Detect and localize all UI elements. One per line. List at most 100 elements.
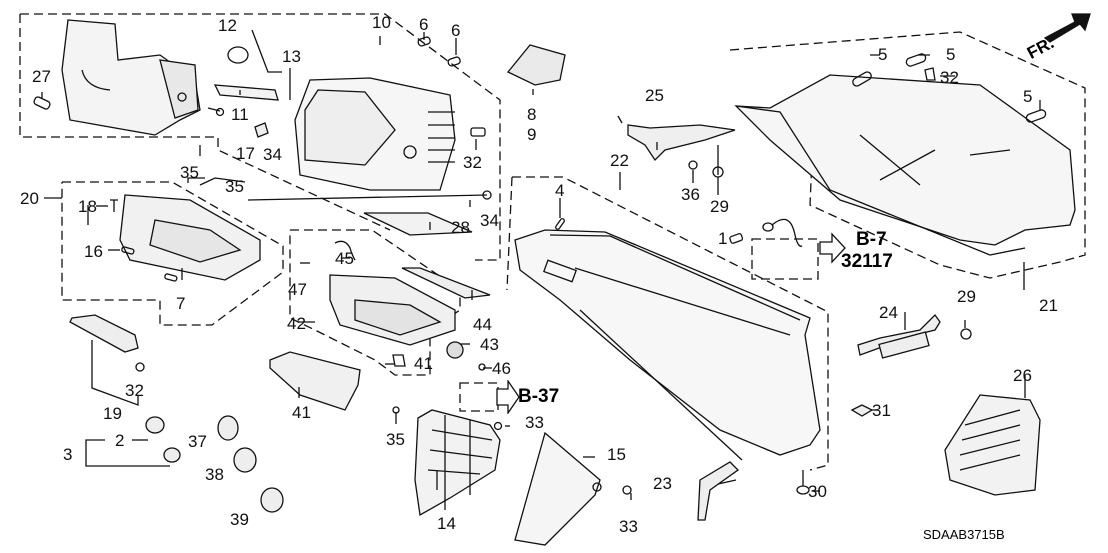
callout-5-b[interactable]: 5 bbox=[946, 45, 956, 64]
callout-20[interactable]: 20 bbox=[20, 189, 39, 208]
callout-6-b[interactable]: 6 bbox=[451, 21, 461, 40]
callout-25[interactable]: 25 bbox=[645, 86, 664, 105]
part-19-lid bbox=[69, 314, 139, 353]
part-20-tray-cup bbox=[149, 219, 242, 263]
leader-lines bbox=[41, 29, 1041, 500]
part-45-spring bbox=[334, 240, 356, 261]
callout-45[interactable]: 45 bbox=[335, 249, 354, 268]
callout-23[interactable]: 23 bbox=[653, 474, 672, 493]
callout-39[interactable]: 39 bbox=[230, 510, 249, 529]
part-3-bracket bbox=[85, 439, 170, 467]
group-outline-22-left bbox=[506, 176, 513, 291]
callout-30[interactable]: 30 bbox=[808, 482, 827, 501]
part-43-latch bbox=[446, 341, 464, 359]
callout-29-a[interactable]: 29 bbox=[710, 197, 729, 216]
callout-44[interactable]: 44 bbox=[473, 315, 492, 334]
part-23-lock bbox=[697, 461, 740, 521]
callout-5-a[interactable]: 5 bbox=[878, 45, 888, 64]
ref-b37-arrow-icon bbox=[496, 380, 520, 414]
callout-19[interactable]: 19 bbox=[103, 404, 122, 423]
callout-34-a[interactable]: 34 bbox=[263, 145, 282, 164]
callout-35-c[interactable]: 35 bbox=[386, 430, 405, 449]
callout-15[interactable]: 15 bbox=[607, 445, 626, 464]
reference-b7-code[interactable]: 32117 bbox=[841, 251, 893, 272]
callout-31[interactable]: 31 bbox=[872, 401, 891, 420]
callout-2[interactable]: 2 bbox=[115, 431, 125, 450]
callout-32-b[interactable]: 32 bbox=[125, 381, 144, 400]
callout-17[interactable]: 17 bbox=[236, 144, 255, 163]
group-outline-bulb bbox=[751, 238, 819, 280]
callout-32-c[interactable]: 32 bbox=[940, 68, 959, 87]
part-41-tray bbox=[269, 351, 361, 411]
reference-b37[interactable]: B-37 bbox=[518, 386, 560, 407]
part-10-ribs bbox=[428, 111, 455, 163]
part-18-screw bbox=[110, 199, 118, 212]
callout-41[interactable]: 41 bbox=[292, 403, 311, 422]
callout-3[interactable]: 3 bbox=[63, 445, 73, 464]
callout-35-a[interactable]: 35 bbox=[180, 163, 199, 182]
part-22-key-leader bbox=[579, 309, 743, 461]
part-35-screw-head-a bbox=[215, 107, 225, 117]
callout-27[interactable]: 27 bbox=[32, 67, 51, 86]
part-36-clip bbox=[688, 160, 698, 170]
callout-32-a[interactable]: 32 bbox=[463, 153, 482, 172]
part-24-body bbox=[878, 331, 930, 359]
callout-26[interactable]: 26 bbox=[1013, 366, 1032, 385]
callout-16[interactable]: 16 bbox=[84, 242, 103, 261]
callout-35-b[interactable]: 35 bbox=[225, 177, 244, 196]
part-1-clip bbox=[729, 233, 744, 244]
callout-40[interactable]: 41 bbox=[414, 354, 433, 373]
part-19-bracket bbox=[91, 340, 139, 406]
part-21-pleats bbox=[859, 134, 1011, 186]
part-10-window bbox=[304, 89, 396, 166]
part-5-pin-b bbox=[905, 53, 927, 67]
callout-14[interactable]: 14 bbox=[437, 514, 456, 533]
part-22-latch bbox=[543, 259, 577, 283]
part-6-pin-a bbox=[417, 36, 431, 47]
callout-11[interactable]: 11 bbox=[231, 105, 249, 124]
part-39-socket bbox=[260, 487, 284, 513]
part-35-leader bbox=[247, 194, 488, 201]
callout-33-a[interactable]: 33 bbox=[525, 413, 544, 432]
part-44-strip bbox=[401, 267, 491, 299]
part-5-pin-c bbox=[1025, 109, 1047, 123]
callout-38[interactable]: 38 bbox=[205, 465, 224, 484]
part-10-knob bbox=[403, 145, 417, 159]
part-8-9-bezel bbox=[506, 44, 566, 86]
callout-47[interactable]: 47 bbox=[288, 280, 307, 299]
front-direction-arrow bbox=[1043, 13, 1091, 43]
callout-12[interactable]: 12 bbox=[218, 16, 237, 35]
callout-5-c[interactable]: 5 bbox=[1023, 87, 1033, 106]
callout-10[interactable]: 10 bbox=[372, 13, 391, 32]
part-27-lid-grid bbox=[159, 59, 199, 119]
callout-9[interactable]: 9 bbox=[527, 125, 537, 144]
callout-28[interactable]: 28 bbox=[451, 218, 470, 237]
callout-36[interactable]: 36 bbox=[681, 185, 700, 204]
callout-22[interactable]: 22 bbox=[610, 151, 629, 170]
callout-43[interactable]: 43 bbox=[480, 335, 499, 354]
callout-21[interactable]: 21 bbox=[1039, 296, 1058, 315]
callout-24[interactable]: 24 bbox=[879, 303, 898, 322]
callout-8[interactable]: 8 bbox=[527, 105, 537, 124]
callout-37[interactable]: 37 bbox=[188, 432, 207, 451]
callout-4[interactable]: 4 bbox=[555, 181, 565, 200]
callout-42[interactable]: 42 bbox=[287, 314, 306, 333]
callout-46[interactable]: 46 bbox=[492, 359, 511, 378]
callout-7[interactable]: 7 bbox=[176, 294, 186, 313]
part-27-lid bbox=[61, 19, 201, 136]
part-17-bracket bbox=[254, 122, 269, 138]
part-29-screw-b bbox=[960, 328, 972, 340]
part-21-tray bbox=[734, 74, 1076, 246]
reference-b7[interactable]: B-7 bbox=[856, 229, 887, 250]
part-27-lid-hinge bbox=[177, 92, 187, 102]
callout-1[interactable]: 1 bbox=[718, 229, 728, 248]
part-27-clip bbox=[33, 96, 51, 110]
callout-34-b[interactable]: 34 bbox=[480, 211, 499, 230]
group-outline-upper-left-lower bbox=[19, 14, 391, 231]
callout-13[interactable]: 13 bbox=[282, 47, 301, 66]
callout-6-a[interactable]: 6 bbox=[419, 15, 429, 34]
callout-29-b[interactable]: 29 bbox=[957, 287, 976, 306]
callout-33-b[interactable]: 33 bbox=[619, 517, 638, 536]
part-11-arm bbox=[213, 84, 279, 101]
callout-18[interactable]: 18 bbox=[78, 197, 97, 216]
